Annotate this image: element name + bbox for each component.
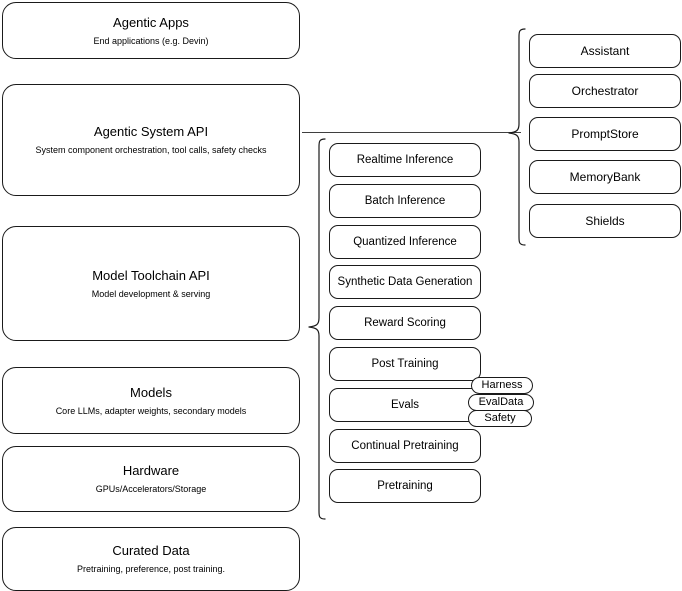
layer-box-model-toolchain-api[interactable]: Model Toolchain API Model development & … bbox=[2, 226, 300, 341]
layer-box-agentic-system-api[interactable]: Agentic System API System component orch… bbox=[2, 84, 300, 196]
layer-title: Model Toolchain API bbox=[92, 267, 210, 283]
component-label: MemoryBank bbox=[569, 170, 641, 184]
layer-title: Agentic Apps bbox=[113, 14, 189, 30]
component-box-assistant[interactable]: Assistant bbox=[529, 34, 681, 68]
component-label: Shields bbox=[585, 214, 625, 228]
layer-subtitle: System component orchestration, tool cal… bbox=[35, 145, 267, 155]
evals-pill-evaldata[interactable]: EvalData bbox=[468, 394, 534, 411]
capability-label: Reward Scoring bbox=[364, 317, 446, 329]
capability-box-post-training[interactable]: Post Training bbox=[329, 347, 481, 381]
layer-subtitle: Core LLMs, adapter weights, secondary mo… bbox=[55, 405, 247, 416]
component-box-orchestrator[interactable]: Orchestrator bbox=[529, 74, 681, 108]
layer-subtitle: Model development & serving bbox=[91, 288, 211, 299]
layer-subtitle: GPUs/Accelerators/Storage bbox=[95, 484, 207, 494]
capability-label: Evals bbox=[390, 399, 420, 411]
layer-title: Agentic System API bbox=[93, 124, 209, 139]
capability-box-reward-scoring[interactable]: Reward Scoring bbox=[329, 306, 481, 340]
evals-pill-label: Harness bbox=[481, 379, 523, 391]
layer-title: Curated Data bbox=[112, 543, 190, 558]
capability-label: Quantized Inference bbox=[353, 236, 457, 248]
layer-box-models[interactable]: Models Core LLMs, adapter weights, secon… bbox=[2, 367, 300, 434]
capability-label: Synthetic Data Generation bbox=[337, 276, 473, 288]
capability-label: Continual Pretraining bbox=[351, 440, 459, 452]
capability-box-realtime-inference[interactable]: Realtime Inference bbox=[329, 143, 481, 177]
component-box-shields[interactable]: Shields bbox=[529, 204, 681, 238]
layer-title: Models bbox=[130, 384, 172, 400]
layer-box-hardware[interactable]: Hardware GPUs/Accelerators/Storage bbox=[2, 446, 300, 512]
component-box-memorybank[interactable]: MemoryBank bbox=[529, 160, 681, 194]
capability-box-continual-pretraining[interactable]: Continual Pretraining bbox=[329, 429, 481, 463]
component-label: Orchestrator bbox=[571, 84, 639, 98]
brace-model-toolchain-capabilities bbox=[308, 138, 326, 520]
layer-box-curated-data[interactable]: Curated Data Pretraining, preference, po… bbox=[2, 527, 300, 591]
layer-subtitle: End applications (e.g. Devin) bbox=[93, 35, 209, 46]
capability-box-batch-inference[interactable]: Batch Inference bbox=[329, 184, 481, 218]
layer-title: Hardware bbox=[122, 463, 180, 478]
component-label: Assistant bbox=[580, 44, 630, 58]
capability-box-pretraining[interactable]: Pretraining bbox=[329, 469, 481, 503]
capability-label: Post Training bbox=[371, 358, 439, 370]
capability-label: Realtime Inference bbox=[356, 154, 454, 166]
capability-label: Pretraining bbox=[377, 480, 433, 492]
connector-system-api-to-components bbox=[302, 132, 521, 133]
component-box-promptstore[interactable]: PromptStore bbox=[529, 117, 681, 151]
capability-label: Batch Inference bbox=[364, 195, 446, 207]
evals-pill-harness[interactable]: Harness bbox=[471, 377, 533, 394]
layer-box-agentic-apps[interactable]: Agentic Apps End applications (e.g. Devi… bbox=[2, 2, 300, 59]
evals-pill-safety[interactable]: Safety bbox=[468, 410, 532, 427]
capability-box-evals[interactable]: Evals bbox=[329, 388, 481, 422]
evals-pill-label: EvalData bbox=[478, 396, 524, 408]
component-label: PromptStore bbox=[571, 127, 639, 141]
layer-subtitle: Pretraining, preference, post training. bbox=[76, 564, 226, 574]
brace-agentic-system-components bbox=[508, 28, 526, 246]
evals-pill-label: Safety bbox=[484, 412, 516, 424]
capability-box-quantized-inference[interactable]: Quantized Inference bbox=[329, 225, 481, 259]
capability-box-synthetic-data-generation[interactable]: Synthetic Data Generation bbox=[329, 265, 481, 299]
